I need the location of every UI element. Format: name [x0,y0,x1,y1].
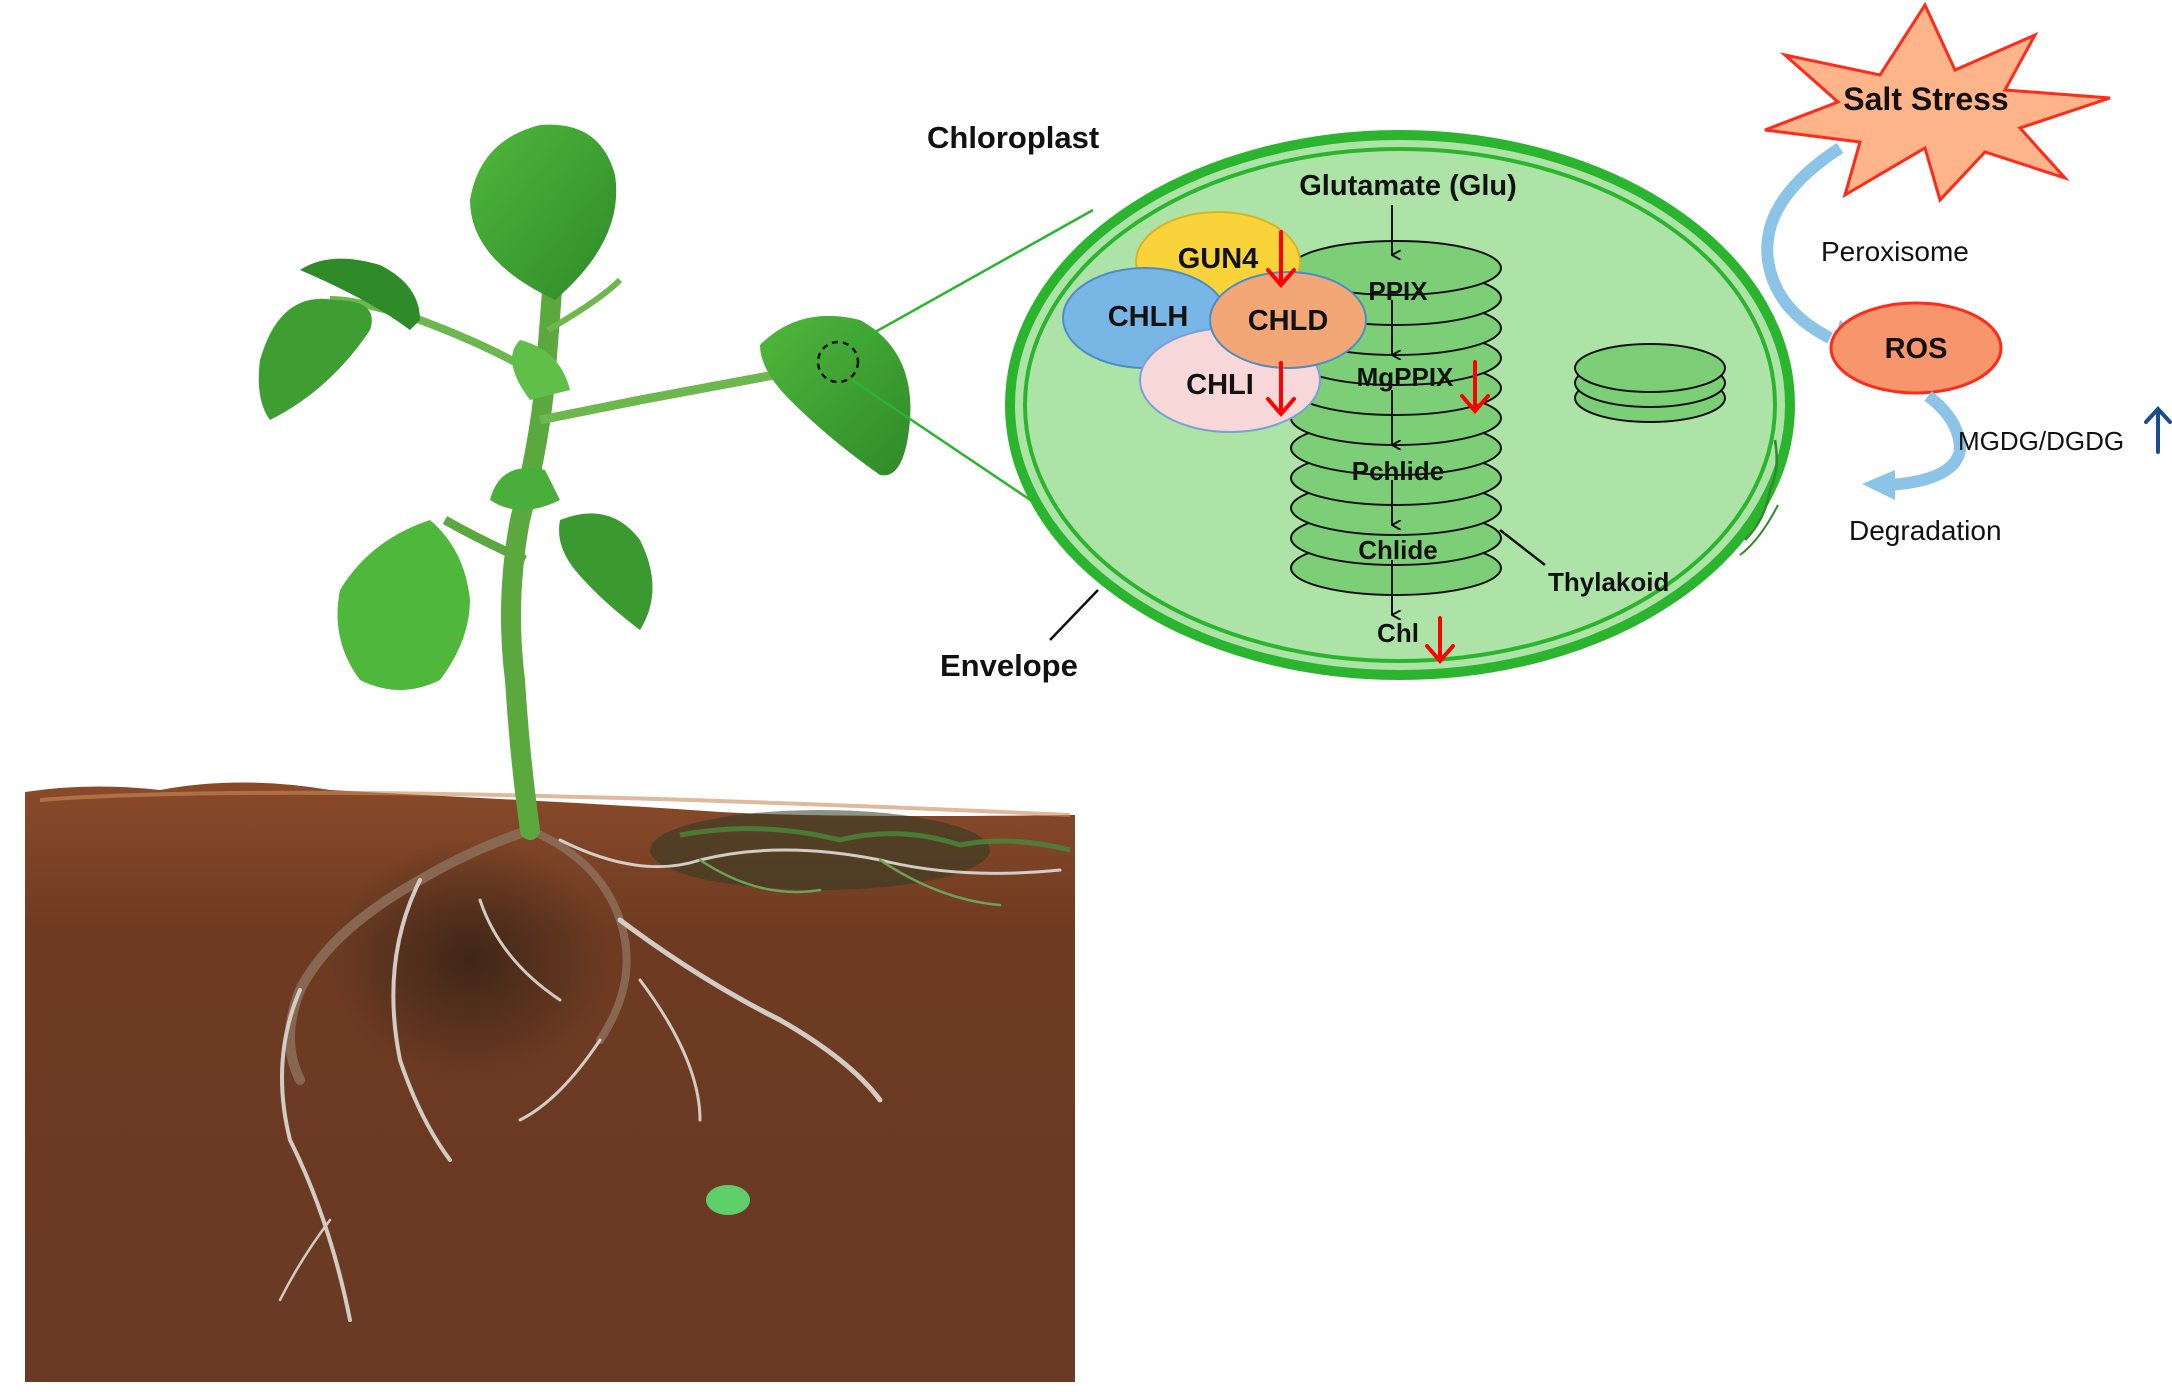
ros-to-degradation-arrow [1889,391,1967,491]
chli-label: CHLI [1186,369,1254,401]
ros-node [1829,301,2003,395]
pathway-source: Glutamate (Glu) [1299,170,1517,202]
thylakoid-label: Thylakoid [1548,567,1669,597]
stress-to-ros-arrow [1761,142,1844,344]
leaf-mid-left [337,520,470,690]
envelope-pointer [1049,589,1099,641]
zoom-line-top [851,208,1094,347]
ros-label: ROS [1885,333,1948,365]
soil-block [25,782,1075,1382]
leaf-top [470,124,617,300]
gun4-label: GUN4 [1178,243,1259,275]
down-arrow-icon [1460,360,1490,415]
down-arrow-icon [1425,616,1455,665]
up-arrow-icon [2144,406,2172,454]
leaf-upper-left [258,298,372,420]
down-arrow-icon [1266,361,1296,418]
leaf-sample-circle [816,340,860,384]
salt-stress-label: Salt Stress [1843,81,2008,117]
pathway-step-ppix: PPIX [1368,276,1428,306]
peroxisome-strand [1744,439,1778,541]
degradation-label: Degradation [1849,515,2002,546]
down-arrow-icon [1266,230,1296,289]
thylakoid-stack [1290,240,1502,596]
thylakoid-small-stack [1574,343,1726,423]
mgdg-dgdg-label: MGDG/DGDG [1958,426,2124,456]
plant-illustration [25,124,1075,1382]
mg-chelatase-complex [1062,211,1367,433]
pathway-step-chlide: Chlide [1358,535,1437,565]
chloroplast-label: Chloroplast [927,120,1099,155]
chlh-label: CHLH [1108,301,1189,333]
starburst-icon [1764,1,2111,203]
chld-blob [1209,271,1367,369]
pathway-step-chl: Chl [1377,618,1419,648]
envelope-label: Envelope [940,648,1078,683]
leaf-mid-right [559,513,653,630]
chld-label: CHLD [1248,305,1329,337]
thylakoid-pointer [1499,529,1546,566]
peroxisome-label: Peroxisome [1821,236,1969,267]
pathway-step-mgppix: MgPPIX [1357,362,1454,392]
pathway-step-pchlide: Pchlide [1352,456,1444,486]
leaf-right [760,315,911,476]
